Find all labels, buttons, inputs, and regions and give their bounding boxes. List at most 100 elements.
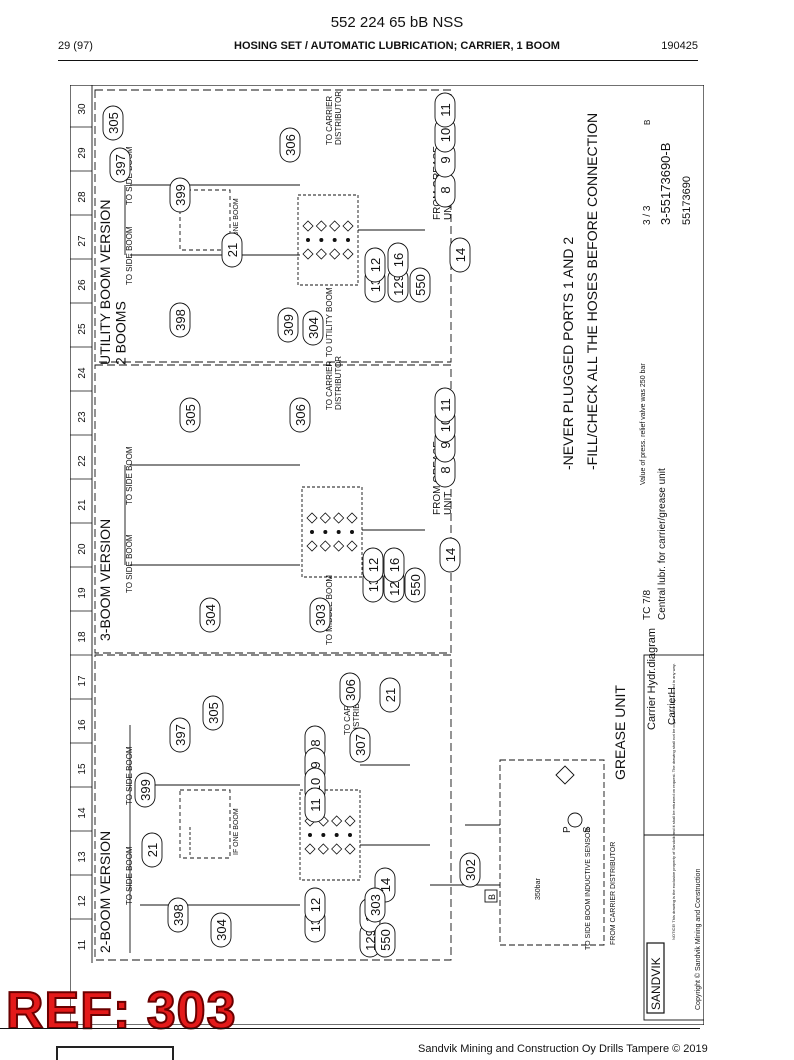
date-code: 190425 <box>661 40 698 52</box>
description-label: Central lubr. for carrier/grease unit <box>657 468 668 620</box>
utility-to-utility: TO UTILITY BOOM <box>325 287 334 357</box>
callout-8: 8 <box>434 452 456 488</box>
port-dot <box>346 238 350 242</box>
grid-number-13-line: 13 <box>77 851 88 863</box>
callout-number: 550 <box>413 274 428 296</box>
grid-number-18-line: 18 <box>77 631 88 643</box>
note-fill-check-line: -FILL/CHECK ALL THE HOSES BEFORE CONNECT… <box>584 113 600 470</box>
revision-letter: B <box>643 120 652 125</box>
callout-11: 11 <box>434 387 456 423</box>
callout-306: 306 <box>289 397 311 433</box>
callout-number: 12 <box>308 898 323 912</box>
grid-number-29: 29 <box>77 147 88 159</box>
valve-symbol <box>304 843 316 855</box>
company-name-line: SANDVIK <box>649 957 663 1010</box>
grid-number-13: 13 <box>77 851 88 863</box>
grid-number-21-line: 21 <box>77 499 88 511</box>
callout-bubble <box>374 922 396 958</box>
filter-symbol <box>555 765 575 785</box>
port-dot <box>321 833 326 837</box>
two-boom-to-carrier-line: DISTRIBUTOR <box>352 681 361 735</box>
callout-bubble <box>404 567 426 603</box>
callout-number: 398 <box>173 309 188 331</box>
port-dot <box>308 833 312 837</box>
callout-bubble <box>109 147 131 183</box>
callout-305: 305 <box>179 397 201 433</box>
grid-number-15: 15 <box>77 763 88 775</box>
valve-symbol <box>317 843 329 855</box>
valve-symbol <box>306 512 318 524</box>
three-boom-frame <box>94 364 452 654</box>
callout-11: 11 <box>434 92 456 128</box>
callout-16: 16 <box>387 242 409 278</box>
carrier-label-line: CarrierH <box>667 687 678 725</box>
callout-12: 12 <box>362 547 384 583</box>
callout-number: 11 <box>308 798 323 812</box>
callout-number: 306 <box>343 679 358 701</box>
valve-symbol <box>329 248 341 260</box>
utility-to-utility-line: TO UTILITY BOOM <box>325 287 334 357</box>
callout-bubble <box>179 397 201 433</box>
footer-rule <box>0 1028 700 1029</box>
callout-12: 12 <box>304 887 326 923</box>
valve-symbol <box>331 843 343 855</box>
note-never-plugged: -NEVER PLUGGED PORTS 1 AND 2 <box>560 237 576 470</box>
callout-304: 304 <box>302 310 324 346</box>
sheet-number: 3 / 3 <box>642 205 653 225</box>
relief-pressure: 350bar <box>535 878 542 900</box>
footer-text: Sandvik Mining and Construction Oy Drill… <box>418 1043 708 1055</box>
two-boom-if-one: IF ONE BOOM <box>233 808 240 855</box>
callout-number: 129 <box>363 929 378 951</box>
callout-bubble <box>202 695 224 731</box>
callout-21: 21 <box>221 232 243 268</box>
callout-bubble <box>210 912 232 948</box>
to-side-boom-sensor-line: TO SIDE BOOM INDUCTIVE SENSOR <box>585 828 592 950</box>
relief-pressure-line: 350bar <box>535 878 542 900</box>
grid-number-20-line: 20 <box>77 543 88 555</box>
callout-number: 304 <box>214 919 229 941</box>
notice-text-line: NOTICE! This drawing is the exclusive pr… <box>671 663 676 940</box>
copyright-text-line: Copyright © Sandvik Mining and Construct… <box>694 869 702 1010</box>
callout-129: 129 <box>387 267 409 303</box>
grid-number-30-line: 30 <box>77 103 88 115</box>
valve-symbol <box>346 512 358 524</box>
callout-bubble <box>434 92 456 128</box>
grid-number-21: 21 <box>77 499 88 511</box>
two-boom-to-side-a: TO SIDE BOOM <box>125 846 134 905</box>
callout-306: 306 <box>339 672 361 708</box>
note-fill-check: -FILL/CHECK ALL THE HOSES BEFORE CONNECT… <box>584 113 600 470</box>
callout-550: 550 <box>404 567 426 603</box>
grid-number-22: 22 <box>77 455 88 467</box>
callout-bubble <box>169 177 191 213</box>
note-never-plugged-line: -NEVER PLUGGED PORTS 1 AND 2 <box>560 237 576 470</box>
valve-symbol <box>306 540 318 552</box>
callout-number: 305 <box>183 404 198 426</box>
document-number: 552 224 65 bB NSS <box>330 14 464 31</box>
callout-number: 9 <box>438 441 453 448</box>
callout-bubble <box>289 397 311 433</box>
revision-change: Value of press. relief valve was 250 bar <box>640 363 647 485</box>
grid-number-16: 16 <box>77 719 88 731</box>
callout-number: 14 <box>443 548 458 562</box>
distributor-block <box>301 486 363 578</box>
callout-14: 14 <box>439 537 461 573</box>
grid-number-29-line: 29 <box>77 147 88 159</box>
utility-to-side-a: TO SIDE BOOM <box>125 226 134 285</box>
id-code: 55173690 <box>681 176 693 225</box>
callout-number: 303 <box>313 604 328 626</box>
utility-if-one: IF ONE BOOM <box>233 198 240 245</box>
grid-number-28: 28 <box>77 191 88 203</box>
grid-number-24: 24 <box>77 367 88 379</box>
two-boom-title: 2-BOOM VERSION <box>97 831 113 953</box>
carrier-label: CarrierH <box>667 687 678 725</box>
callout-number: 550 <box>378 929 393 951</box>
callout-number: 398 <box>171 904 186 926</box>
grid-number-26: 26 <box>77 279 88 291</box>
callout-bubble <box>362 547 384 583</box>
notice-text: NOTICE! This drawing is the exclusive pr… <box>671 663 676 940</box>
callout-number: 307 <box>353 734 368 756</box>
grease-unit-title: GREASE UNIT <box>612 685 628 780</box>
callout-bubble <box>439 537 461 573</box>
